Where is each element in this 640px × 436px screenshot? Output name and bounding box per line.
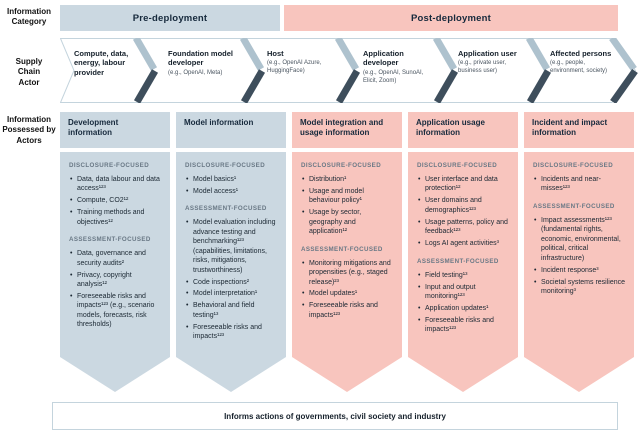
- disclosure-focused-label: DISCLOSURE-FOCUSED: [417, 162, 498, 169]
- assessment-focused-label: ASSESSMENT-FOCUSED: [417, 257, 499, 265]
- column-model-integration-usage-information: Model integration and usage information …: [292, 112, 402, 392]
- information-columns: Development information DISCLOSURE-FOCUS…: [60, 112, 634, 394]
- phase-pre-deployment: Pre-deployment: [60, 5, 280, 31]
- list-item: Monitoring mitigations and propensities …: [301, 259, 395, 287]
- disclosure-list: Incidents and near-misses¹²³: [533, 175, 627, 194]
- actor-application-developer: Application developer (e.g., OpenAI, Sun…: [363, 49, 431, 85]
- list-item: Behavioral and field testing¹³: [185, 301, 279, 320]
- column-body: DISCLOSURE-FOCUSED Model basics¹ Model ac…: [176, 152, 286, 392]
- row-label-supply-chain-actor: Supply Chain Actor: [15, 57, 43, 87]
- list-item: Foreseeable risks and impacts¹²³: [185, 323, 279, 342]
- list-item: User domains and demographics¹²³: [417, 196, 511, 215]
- assessment-list: Impact assessments¹²³ (fundamental right…: [533, 216, 627, 297]
- column-model-information: Model information DISCLOSURE-FOCUSED Mod…: [176, 112, 286, 392]
- disclosure-focused-label: DISCLOSURE-FOCUSED: [69, 162, 150, 169]
- footer-banner: Informs actions of governments, civil so…: [52, 402, 618, 430]
- chevron-band-graphic: [60, 38, 638, 103]
- actor-name: Application user: [458, 49, 517, 58]
- assessment-list: Field testing¹³ Input and output monitori…: [417, 271, 511, 335]
- assessment-list: Model evaluation including advance testi…: [185, 218, 279, 341]
- list-item: Application updates¹: [417, 304, 511, 313]
- disclosure-list: User interface and data protection¹² User…: [417, 175, 511, 249]
- list-item: Societal systems resilience monitoring³: [533, 278, 627, 297]
- disclosure-focused-label: DISCLOSURE-FOCUSED: [533, 162, 614, 169]
- column-title: Application usage information: [408, 112, 518, 148]
- row-label-information-possessed: Information Possessed by Actors: [2, 115, 56, 145]
- list-item: Data, data labour and data access¹²³: [69, 175, 163, 194]
- disclosure-list: Model basics¹ Model access¹: [185, 175, 279, 196]
- list-item: Foreseeable risks and impacts¹²³: [301, 301, 395, 320]
- list-item: Logs AI agent activities³: [417, 239, 511, 248]
- list-item: Incidents and near-misses¹²³: [533, 175, 627, 194]
- list-item: Model basics¹: [185, 175, 279, 184]
- actor-example: (e.g., OpenAI Azure, HuggingFace): [267, 60, 322, 75]
- actor-foundation-model-developer: Foundation model developer (e.g., OpenAI…: [168, 49, 240, 78]
- list-item: Foreseeable risks and impacts¹²³: [417, 316, 511, 335]
- column-title: Incident and impact information: [524, 112, 634, 148]
- list-item: Usage by sector, geography and applicati…: [301, 208, 395, 236]
- actor-example: (e.g., private user, business user): [458, 60, 507, 75]
- list-item: Model evaluation including advance testi…: [185, 218, 279, 275]
- column-body: DISCLOSURE-FOCUSED User interface and da…: [408, 152, 518, 392]
- actor-name: Application developer: [363, 49, 404, 68]
- actor-name: Host: [267, 49, 284, 58]
- column-development-information: Development information DISCLOSURE-FOCUS…: [60, 112, 170, 392]
- supply-chain-band: Compute, data, energy, labour provider F…: [60, 38, 638, 103]
- list-item: Model updates¹: [301, 289, 395, 298]
- actor-example: (e.g., OpenAI, Meta): [168, 69, 223, 76]
- actor-name: Compute, data, energy, labour provider: [74, 49, 129, 77]
- actor-example: (e.g., OpenAI, SunoAI, Elicit, Zoom): [363, 69, 424, 84]
- actor-example: (e.g., people, environment, society): [550, 60, 608, 75]
- list-item: Data, governance and security audits²: [69, 249, 163, 268]
- list-item: Model access¹: [185, 187, 279, 196]
- list-item: Distribution¹: [301, 175, 395, 184]
- list-item: Incident response³: [533, 266, 627, 275]
- assessment-focused-label: ASSESSMENT-FOCUSED: [185, 205, 267, 213]
- column-title: Model information: [176, 112, 286, 148]
- column-title: Development information: [60, 112, 170, 148]
- assessment-list: Data, governance and security audits² Pri…: [69, 249, 163, 330]
- list-item: Compute, CO2¹²: [69, 196, 163, 205]
- list-item: Training methods and objectives¹²: [69, 208, 163, 227]
- actor-affected-persons: Affected persons (e.g., people, environm…: [550, 49, 614, 76]
- actor-name: Foundation model developer: [168, 49, 233, 68]
- column-body: DISCLOSURE-FOCUSED Data, data labour and…: [60, 152, 170, 392]
- actor-name: Affected persons: [550, 49, 612, 58]
- phase-post-deployment: Post-deployment: [284, 5, 618, 31]
- assessment-focused-label: ASSESSMENT-FOCUSED: [301, 245, 383, 253]
- disclosure-focused-label: DISCLOSURE-FOCUSED: [301, 162, 382, 169]
- disclosure-list: Distribution¹ Usage and model behaviour p…: [301, 175, 395, 237]
- list-item: Foreseeable risks and impacts¹²³ (e.g., …: [69, 292, 163, 330]
- list-item: Input and output monitoring¹²³: [417, 283, 511, 302]
- list-item: User interface and data protection¹²: [417, 175, 511, 194]
- column-body: DISCLOSURE-FOCUSED Incidents and near-mi…: [524, 152, 634, 392]
- list-item: Impact assessments¹²³ (fundamental right…: [533, 216, 627, 263]
- list-item: Usage patterns, policy and feedback¹²³: [417, 218, 511, 237]
- list-item: Code inspections²: [185, 278, 279, 287]
- column-title: Model integration and usage information: [292, 112, 402, 148]
- phase-bands: Pre-deployment Post-deployment: [60, 5, 618, 31]
- actor-application-user: Application user (e.g., private user, bu…: [458, 49, 524, 76]
- assessment-focused-label: ASSESSMENT-FOCUSED: [533, 202, 615, 210]
- column-body: DISCLOSURE-FOCUSED Distribution¹ Usage an…: [292, 152, 402, 392]
- list-item: Model interpretation¹: [185, 289, 279, 298]
- row-label-information-category: Information Category: [7, 7, 51, 27]
- assessment-list: Monitoring mitigations and propensities …: [301, 259, 395, 321]
- disclosure-list: Data, data labour and data access¹²³ Comp…: [69, 175, 163, 227]
- column-application-usage-information: Application usage information DISCLOSURE…: [408, 112, 518, 392]
- assessment-focused-label: ASSESSMENT-FOCUSED: [69, 236, 151, 244]
- footer-text: Informs actions of governments, civil so…: [224, 411, 446, 421]
- list-item: Privacy, copyright analysis¹²: [69, 271, 163, 290]
- list-item: Field testing¹³: [417, 271, 511, 280]
- actor-host: Host (e.g., OpenAI Azure, HuggingFace): [267, 49, 333, 76]
- list-item: Usage and model behaviour policy¹: [301, 187, 395, 206]
- column-incident-impact-information: Incident and impact information DISCLOSU…: [524, 112, 634, 392]
- actor-compute-data-energy-labour-provider: Compute, data, energy, labour provider: [74, 49, 140, 79]
- disclosure-focused-label: DISCLOSURE-FOCUSED: [185, 162, 266, 169]
